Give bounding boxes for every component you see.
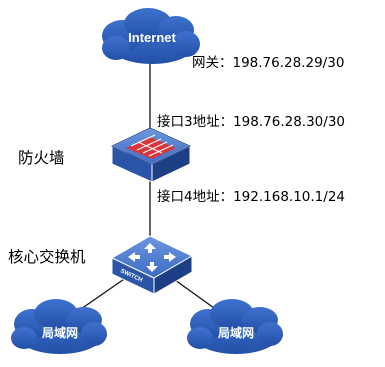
interface4-label: 接口4地址：192.168.10.1/24 — [157, 188, 345, 205]
lan-label-right: 局域网 — [218, 325, 254, 340]
internet-label: Internet — [128, 30, 176, 45]
interface3-label: 接口3地址：198.76.28.30/30 — [157, 113, 345, 130]
switch-icon — [110, 235, 194, 295]
internet-cloud: Internet — [102, 8, 200, 64]
firewall-label: 防火墙 — [18, 149, 65, 167]
lan-label-left: 局域网 — [42, 325, 78, 340]
core-switch-device: SWITCH — [110, 235, 194, 295]
firewall-device — [110, 127, 192, 183]
cloud-icon — [102, 8, 200, 64]
switch-arrows-icon — [128, 243, 176, 272]
lan-cloud-right: 局域网 — [187, 299, 283, 354]
gateway-label: 网关：198.76.28.29/30 — [192, 55, 344, 71]
core-switch-label: 核心交换机 — [8, 248, 86, 266]
cloud-icon — [187, 299, 283, 354]
lan-cloud-left: 局域网 — [11, 299, 107, 354]
cloud-icon — [11, 299, 107, 354]
firewall-icon — [110, 127, 192, 183]
